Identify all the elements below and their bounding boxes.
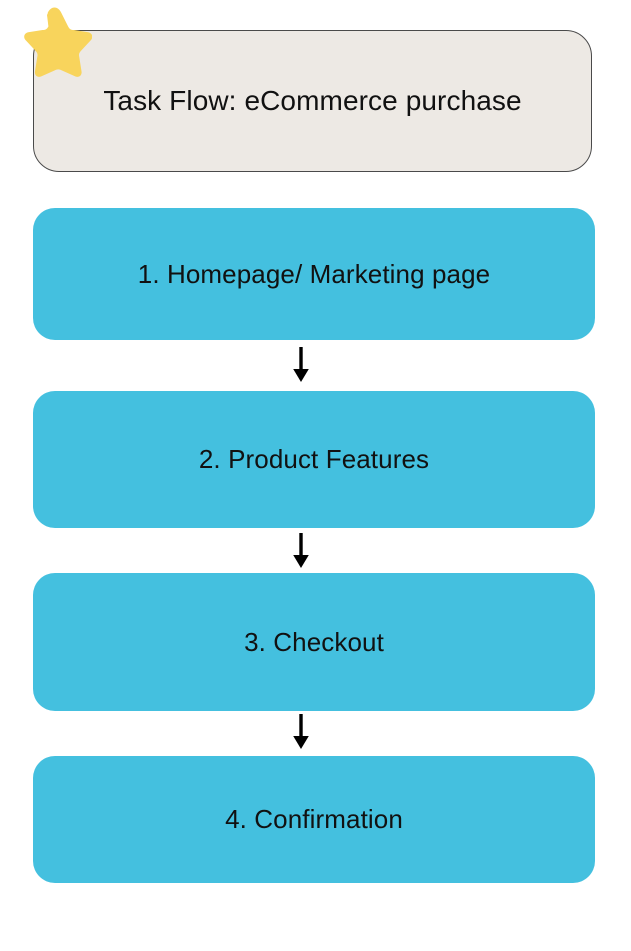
star-icon	[17, 4, 93, 80]
down-arrow-icon-1	[290, 347, 312, 383]
flow-step-4[interactable]: 4. Confirmation	[33, 756, 595, 883]
flow-step-1-label: 1. Homepage/ Marketing page	[137, 258, 491, 289]
down-arrow-icon-3	[290, 714, 312, 750]
flow-step-2[interactable]: 2. Product Features	[33, 391, 595, 528]
flowchart-title: Task Flow: eCommerce purchase	[103, 85, 522, 116]
flow-step-3[interactable]: 3. Checkout	[33, 573, 595, 711]
flow-step-3-label: 3. Checkout	[244, 626, 384, 657]
flow-step-1[interactable]: 1. Homepage/ Marketing page	[33, 208, 595, 340]
flow-step-2-label: 2. Product Features	[198, 444, 430, 474]
flow-step-4-label: 4. Confirmation	[225, 804, 403, 834]
down-arrow-icon-2	[290, 533, 312, 569]
flowchart-title-card: Task Flow: eCommerce purchase	[33, 30, 592, 172]
